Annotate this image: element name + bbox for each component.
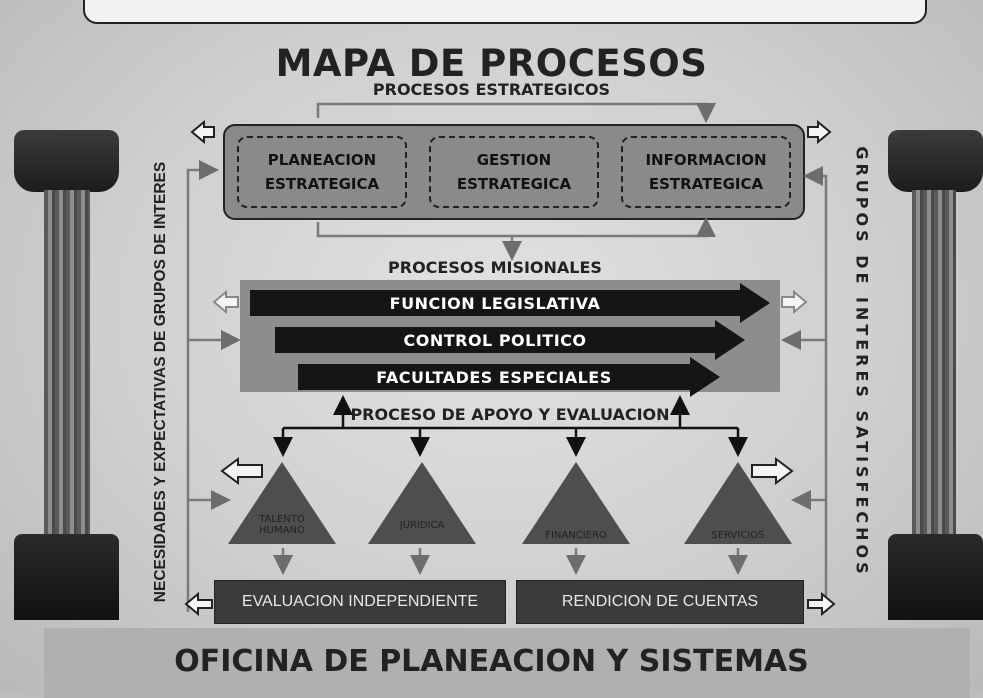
support-triangle-financiero bbox=[522, 462, 630, 544]
diagram-title: MAPA DE PROCESOS bbox=[275, 42, 708, 85]
right-column-image bbox=[888, 130, 983, 620]
support-triangle-juridica bbox=[368, 462, 476, 544]
support-label-financiero: FINANCIERO bbox=[545, 530, 607, 541]
misional-bar-facultades-especiales: FACULTADES ESPECIALES bbox=[298, 357, 720, 397]
evaluacion-independiente-box: EVALUACION INDEPENDIENTE bbox=[214, 580, 506, 624]
footer-title: OFICINA DE PLANEACION Y SISTEMAS bbox=[174, 644, 809, 679]
support-label-servicios: SERVICIOS bbox=[711, 530, 765, 541]
misional-heading: PROCESOS MISIONALES bbox=[388, 258, 602, 277]
rendicion-de-cuentas-box: RENDICION DE CUENTAS bbox=[516, 580, 804, 624]
support-label-juridica: JURIDICA bbox=[399, 520, 445, 531]
misional-bar-control-politico: CONTROL POLITICO bbox=[275, 320, 745, 360]
strategic-heading: PROCESOS ESTRATEGICOS bbox=[372, 80, 611, 99]
apoyo-heading: PROCESO DE APOYO Y EVALUACION bbox=[350, 405, 670, 424]
left-column-image bbox=[14, 130, 119, 620]
misional-bar-funcion-legislativa: FUNCION LEGISLATIVA bbox=[250, 283, 770, 323]
top-banner bbox=[83, 0, 927, 24]
footer-band bbox=[44, 628, 970, 698]
